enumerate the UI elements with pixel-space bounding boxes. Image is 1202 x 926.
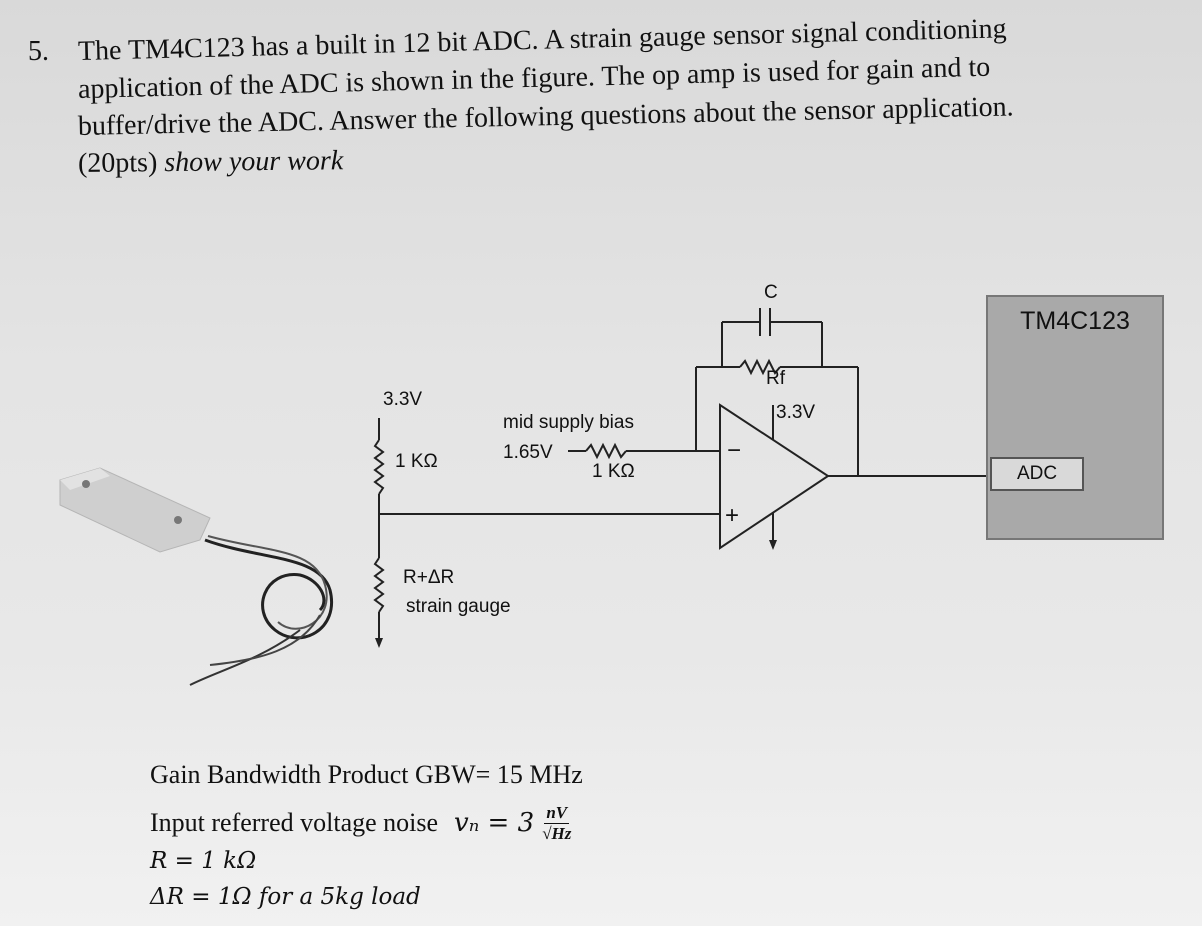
noise-units-numerator: nV — [544, 802, 570, 824]
rf-label: Rf — [766, 368, 786, 389]
noise-units-denominator: √Hz — [542, 823, 572, 843]
bias-voltage-label: 1.65V — [503, 442, 553, 463]
inverting-input-symbol: − — [727, 437, 741, 464]
mcu-title: TM4C123 — [1020, 307, 1130, 335]
op-amp-ground-arrow — [769, 540, 777, 550]
top-resistor-zigzag — [373, 439, 385, 495]
op-amp-supply-label: 3.3V — [776, 402, 815, 423]
rf-zigzag — [739, 358, 781, 376]
adc-box: ADC — [990, 457, 1084, 491]
r-value-line: R = 1 kΩ — [150, 848, 257, 874]
bias-resistor-zigzag — [585, 442, 627, 460]
top-resistor-label: 1 KΩ — [395, 451, 438, 472]
gauge-label: R+ΔR — [403, 567, 454, 588]
delta-r-line: ΔR = 1Ω for a 5kg load — [150, 884, 421, 910]
ground-arrow — [375, 638, 383, 648]
noise-line: Input referred voltage noise vₙ = 3 nV √… — [150, 798, 583, 848]
mcu-block: TM4C123 ADC — [986, 295, 1164, 540]
parameters: Gain Bandwidth Product GBW= 15 MHz Input… — [150, 760, 583, 920]
noise-label: Input referred voltage noise — [150, 808, 439, 837]
gauge-caption: strain gauge — [406, 596, 511, 617]
noise-units: nV √Hz — [542, 803, 571, 844]
bias-label: mid supply bias — [503, 412, 634, 433]
load-cell-image — [59, 467, 334, 686]
strain-gauge-zigzag — [373, 557, 385, 613]
question-number: 5. — [28, 36, 49, 67]
noise-variable: vₙ = 3 — [454, 808, 535, 838]
bias-resistor-label: 1 KΩ — [592, 461, 635, 482]
supply-label: 3.3V — [383, 389, 422, 410]
gbw-line: Gain Bandwidth Product GBW= 15 MHz — [150, 760, 583, 789]
noninverting-input-symbol: + — [725, 502, 739, 529]
capacitor-label: C — [764, 282, 778, 303]
